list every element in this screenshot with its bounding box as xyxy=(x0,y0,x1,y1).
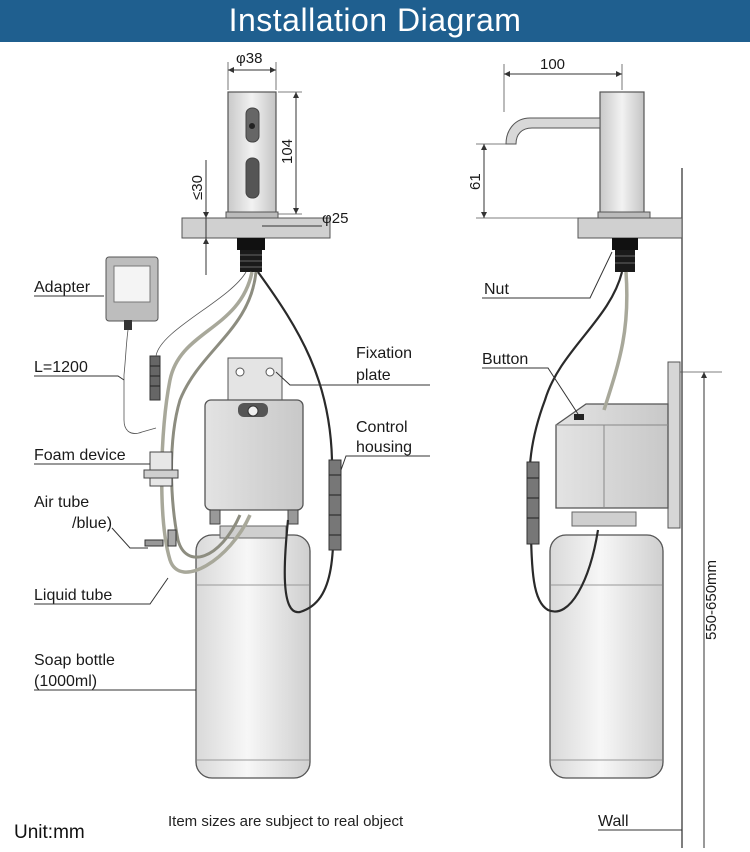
cable-connector xyxy=(149,355,161,401)
label-liquid-tube: Liquid tube xyxy=(34,587,112,604)
dim-faucet-height: 104 xyxy=(279,139,296,164)
side-soap-bottle xyxy=(549,534,664,779)
label-soap-bottle-capacity: (1000ml) xyxy=(34,673,97,690)
label-foam-device: Foam device xyxy=(34,447,126,464)
side-view: 100 61 550-650mm Nut xyxy=(467,56,722,848)
dim-deck-thickness: ≤30 xyxy=(189,175,206,200)
mounting-nut xyxy=(237,238,265,250)
title-banner xyxy=(0,0,750,42)
control-housing xyxy=(204,399,304,511)
size-note: Item sizes are subject to real object xyxy=(168,813,404,830)
label-fixation-plate: plate xyxy=(356,367,391,384)
sensor-window-bottom xyxy=(245,157,260,199)
foam-device xyxy=(149,451,173,487)
side-control-housing xyxy=(555,403,669,509)
front-view: φ38 104 ≤30 φ25 xyxy=(34,50,430,779)
label-control-housing: housing xyxy=(356,439,412,456)
dim-faucet-diameter: φ38 xyxy=(236,50,262,67)
label-wall: Wall xyxy=(598,813,629,830)
label-nut: Nut xyxy=(484,281,509,298)
label-control: Control xyxy=(356,419,408,436)
fixation-plate xyxy=(227,357,283,403)
side-faucet-body xyxy=(599,91,645,215)
unit-label: Unit:mm xyxy=(14,822,85,843)
label-cable-length: L=1200 xyxy=(34,359,88,376)
page-title: Installation Diagram xyxy=(228,2,522,38)
side-countertop xyxy=(577,217,683,239)
dim-mount-height: 550-650mm xyxy=(703,560,720,640)
soap-bottle xyxy=(195,534,311,779)
label-adapter: Adapter xyxy=(34,279,91,296)
label-soap-bottle: Soap bottle xyxy=(34,652,115,669)
label-fixation: Fixation xyxy=(356,345,412,362)
countertop xyxy=(181,217,331,239)
dim-spout-height: 61 xyxy=(467,173,484,190)
dim-spout-reach: 100 xyxy=(540,56,565,73)
dim-hole-diameter: φ25 xyxy=(322,210,348,227)
label-air-tube-color: /blue) xyxy=(72,515,112,532)
label-button: Button xyxy=(482,351,528,368)
faucet-spout xyxy=(505,117,601,145)
label-air-tube: Air tube xyxy=(34,494,89,511)
side-nut xyxy=(612,238,638,250)
side-button xyxy=(574,414,584,420)
